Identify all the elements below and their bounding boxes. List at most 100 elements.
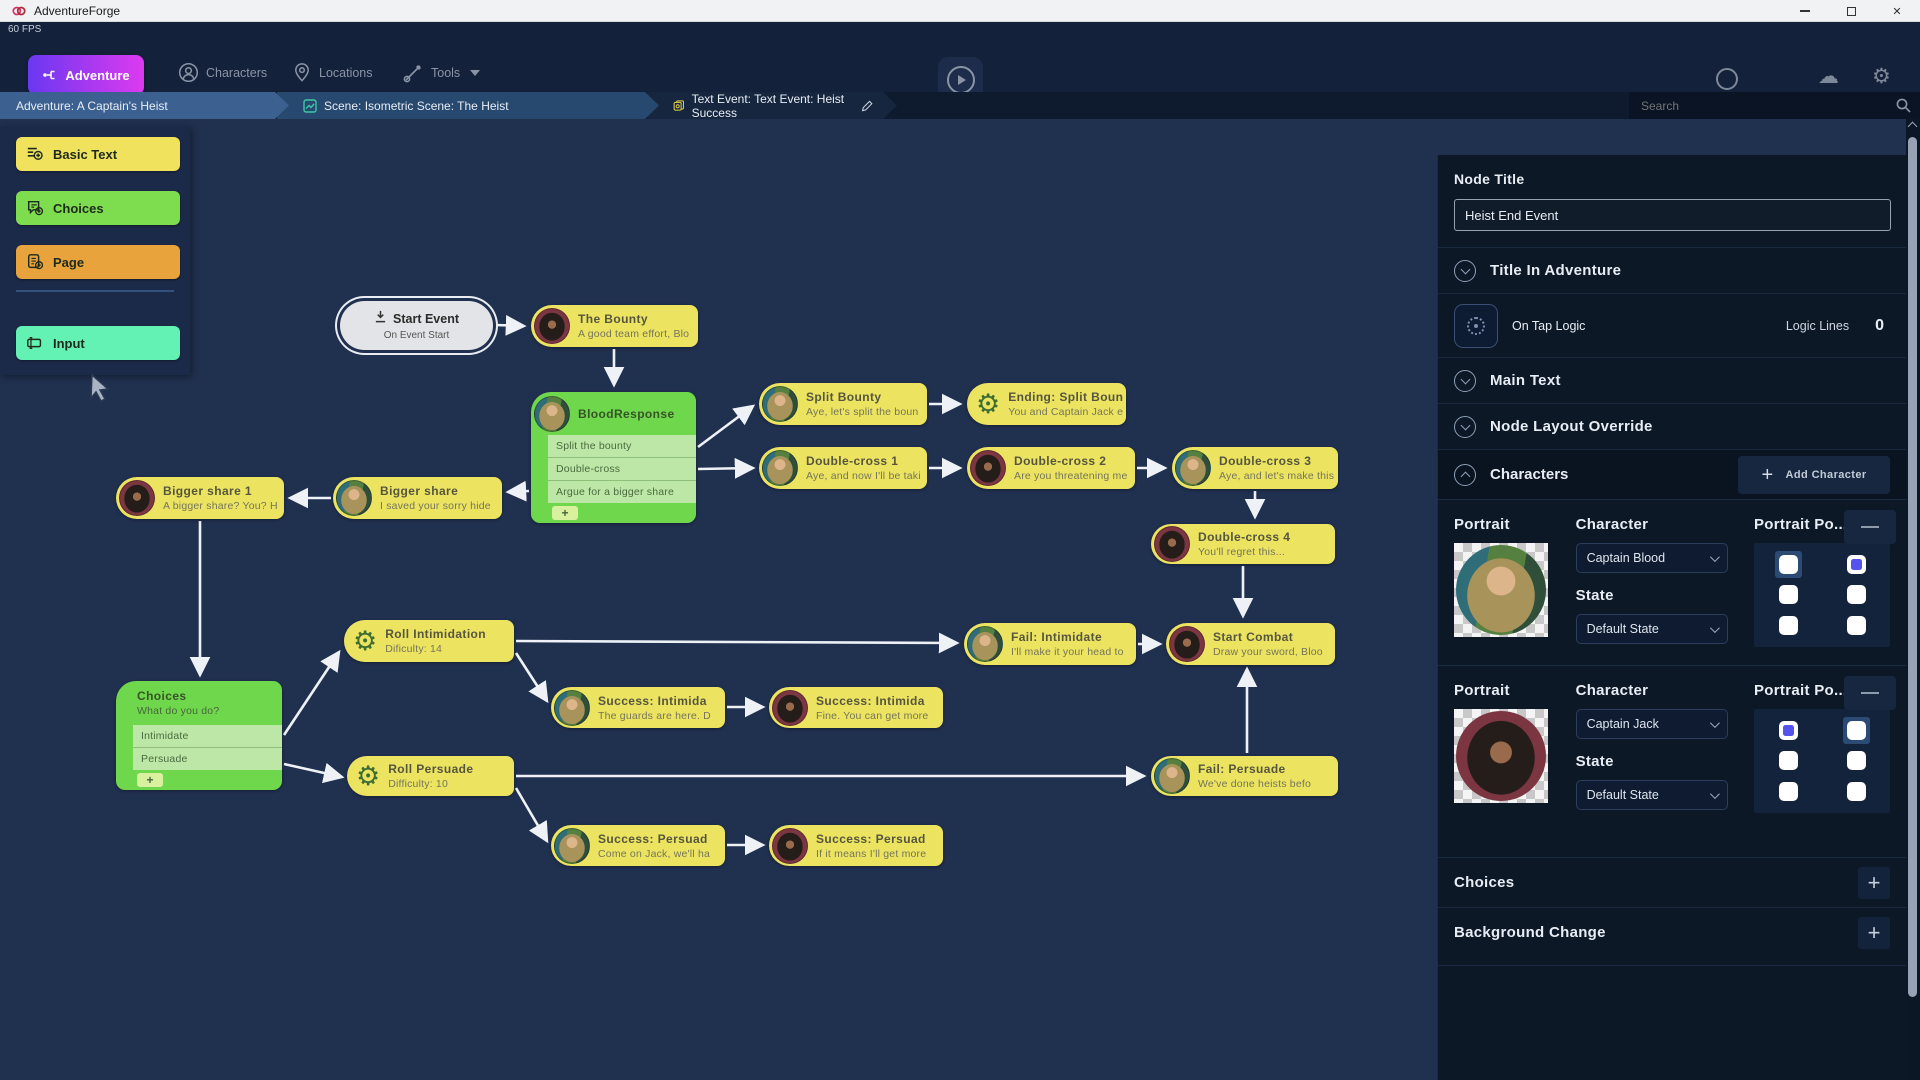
section-title-in-adventure[interactable]: Title In Adventure xyxy=(1438,247,1906,293)
portrait-position-checkbox[interactable] xyxy=(1843,747,1870,774)
gear-icon: ⚙ xyxy=(356,760,381,792)
portrait-position-checkbox[interactable] xyxy=(1843,778,1870,805)
portrait-position-checkbox[interactable] xyxy=(1842,716,1870,744)
character-card: Portrait Character Captain Blood State D… xyxy=(1438,499,1906,665)
search-input[interactable] xyxy=(1629,98,1895,113)
portrait-position-checkbox[interactable] xyxy=(1774,550,1802,578)
minimize-button[interactable] xyxy=(1782,0,1828,22)
add-character-button[interactable]: + Add Character xyxy=(1738,455,1890,494)
breadcrumb-adventure[interactable]: Adventure: A Captain's Heist xyxy=(0,92,289,119)
search-icon[interactable] xyxy=(1895,97,1912,114)
on-tap-logic-button[interactable] xyxy=(1454,303,1498,348)
choice-row[interactable]: Intimidate xyxy=(133,725,282,748)
scrollbar-thumb[interactable] xyxy=(1908,137,1917,997)
portrait-position-checkbox[interactable] xyxy=(1843,612,1870,639)
chevron-down-icon xyxy=(1709,551,1720,562)
section-node-layout-override[interactable]: Node Layout Override xyxy=(1438,403,1906,449)
checkbox xyxy=(1778,720,1798,740)
inspector-scrollbar[interactable] xyxy=(1906,119,1920,1080)
portrait-position-checkbox[interactable] xyxy=(1775,778,1802,805)
edit-pencil-icon[interactable] xyxy=(861,98,873,114)
checkbox xyxy=(1846,585,1866,605)
choice-row[interactable]: Double-cross xyxy=(548,458,696,481)
palette-basic-text-button[interactable]: Basic Text xyxy=(16,137,180,171)
palette-page-button[interactable]: Page xyxy=(16,245,180,279)
palette-divider xyxy=(16,290,174,292)
node-subtitle: Difficulty: 10 xyxy=(388,778,449,790)
portrait-position-checkbox[interactable] xyxy=(1775,747,1802,774)
character-select[interactable]: Captain Jack xyxy=(1575,709,1728,739)
cloud-icon[interactable]: ☁ xyxy=(1818,64,1839,88)
section-background-change[interactable]: Background Change + xyxy=(1438,907,1906,957)
tools-menu-button[interactable]: Tools xyxy=(402,62,481,84)
palette-input-button[interactable]: Input xyxy=(16,326,180,360)
scroll-up-arrow[interactable] xyxy=(1907,121,1918,132)
page-icon xyxy=(27,254,44,270)
add-choice-button[interactable]: + xyxy=(1858,866,1890,899)
portrait-position-checkbox[interactable] xyxy=(1843,551,1870,578)
remove-character-button[interactable] xyxy=(1844,676,1896,710)
character-card: Portrait Character Captain Jack State De… xyxy=(1438,665,1906,831)
choice-row[interactable]: Split the bounty xyxy=(548,435,696,458)
adventure-tab-button[interactable]: Adventure xyxy=(28,55,144,95)
portrait-position-grid xyxy=(1754,709,1890,813)
state-select[interactable]: Default State xyxy=(1575,614,1728,644)
breadcrumb-scene[interactable]: Scene: Isometric Scene: The Heist xyxy=(277,92,659,119)
settings-gear-icon[interactable]: ⚙ xyxy=(1872,64,1891,88)
node-title-input[interactable]: Heist End Event xyxy=(1454,199,1891,231)
sync-icon[interactable] xyxy=(1716,68,1738,90)
section-choices[interactable]: Choices + xyxy=(1438,857,1906,907)
portrait-position-checkbox[interactable] xyxy=(1843,581,1870,608)
state-select[interactable]: Default State xyxy=(1575,780,1728,810)
portrait-position-checkbox[interactable] xyxy=(1775,717,1802,744)
locations-tab-button[interactable]: Locations xyxy=(292,62,373,83)
breadcrumb-text-event[interactable]: Text Event: Text Event: Heist Success xyxy=(647,92,897,119)
maximize-button[interactable] xyxy=(1828,0,1874,22)
add-choice-row-button[interactable]: + xyxy=(552,506,578,520)
edge xyxy=(494,314,527,336)
portrait-position-checkbox[interactable] xyxy=(1775,612,1802,639)
character-select[interactable]: Captain Blood xyxy=(1575,543,1728,573)
close-button[interactable]: ✕ xyxy=(1892,5,1902,18)
characters-tab-button[interactable]: Characters xyxy=(178,62,267,83)
node-subtitle: Aye, and let's make this xyxy=(1219,470,1335,482)
checkbox xyxy=(1846,751,1866,771)
section-main-text[interactable]: Main Text xyxy=(1438,357,1906,403)
remove-character-button[interactable] xyxy=(1844,510,1896,544)
add-background-change-button[interactable]: + xyxy=(1858,916,1890,949)
choice-row[interactable]: Persuade xyxy=(141,753,188,765)
choice-row[interactable]: Argue for a bigger share xyxy=(556,486,675,498)
portrait-position-checkbox[interactable] xyxy=(1775,581,1802,608)
basic-text-icon xyxy=(27,147,43,160)
section-characters[interactable]: Characters + Add Character xyxy=(1438,449,1906,499)
add-choice-row-button[interactable]: + xyxy=(137,773,163,787)
palette-choices-button[interactable]: Choices xyxy=(16,191,180,225)
